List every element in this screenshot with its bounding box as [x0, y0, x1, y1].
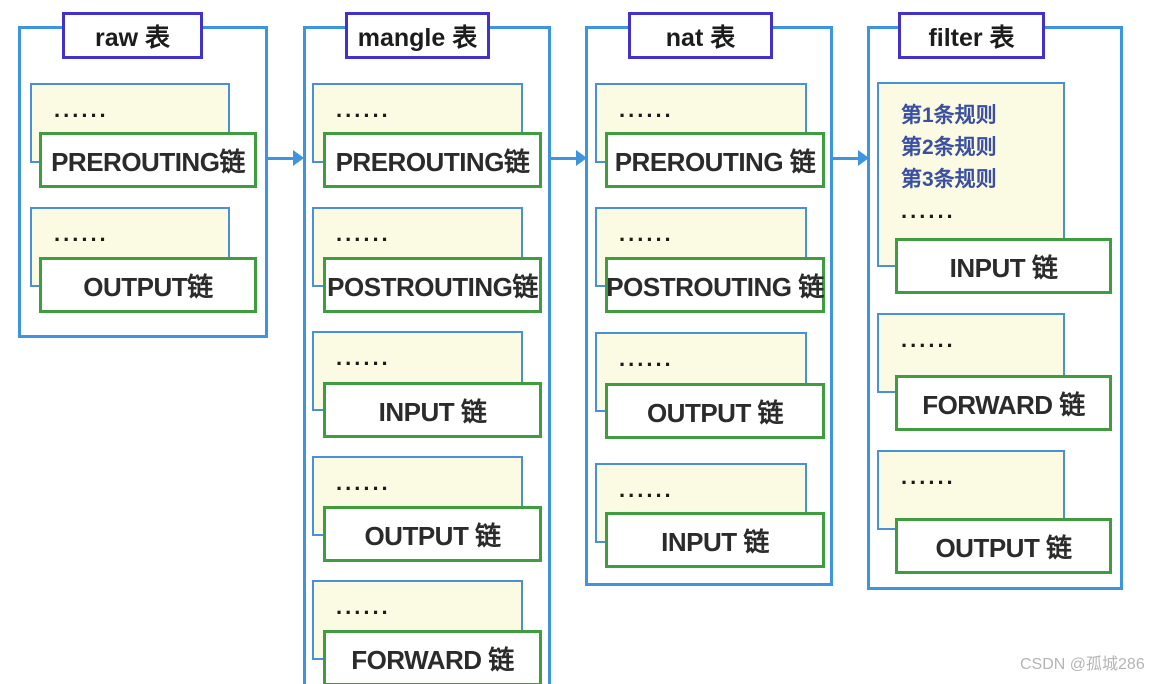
chain-box-output: OUTPUT 链	[895, 518, 1112, 574]
table-nat-title: nat 表	[628, 12, 773, 59]
flow-arrow-mangle-to-nat	[550, 150, 587, 167]
rule-card: 第1条规则 第2条规则 第3条规则 ......	[877, 82, 1065, 267]
table-mangle: mangle 表 ...... PREROUTING链 ...... POSTR…	[303, 12, 551, 684]
chain-box-forward: FORWARD 链	[895, 375, 1112, 431]
table-raw: raw 表 ...... PREROUTING链 ...... OUTPUT链	[18, 12, 268, 338]
chain-box-postrouting: POSTROUTING 链	[605, 257, 825, 313]
chain-label: INPUT 链	[661, 526, 769, 557]
ellipsis: ......	[336, 345, 391, 370]
chain-label: FORWARD 链	[351, 644, 514, 675]
chain-box-input: INPUT 链	[605, 512, 825, 568]
ellipsis: ......	[54, 97, 109, 122]
ellipsis: ......	[901, 198, 956, 223]
chain-box-output: OUTPUT 链	[605, 383, 825, 439]
ellipsis: ......	[901, 327, 956, 352]
ellipsis: ......	[619, 221, 674, 246]
arrow-shaft	[832, 157, 859, 160]
chain-label: OUTPUT 链	[646, 397, 784, 428]
ellipsis: ......	[336, 221, 391, 246]
arrow-shaft	[267, 157, 294, 160]
chain-label: PREROUTING 链	[614, 146, 816, 177]
chain-box-output: OUTPUT 链	[323, 506, 542, 562]
ellipsis: ......	[901, 464, 956, 489]
chain-box-input: INPUT 链	[323, 382, 542, 438]
ellipsis: ......	[619, 346, 674, 371]
arrow-head-icon	[576, 150, 587, 166]
chain-box-prerouting: PREROUTING链	[323, 132, 542, 188]
chain-label: OUTPUT链	[83, 271, 213, 302]
chain-box-forward: FORWARD 链	[323, 630, 542, 684]
chain-box-output: OUTPUT链	[39, 257, 257, 313]
ellipsis: ......	[54, 221, 109, 246]
chain-box-prerouting: PREROUTING 链	[605, 132, 825, 188]
rule-list: 第1条规则 第2条规则 第3条规则	[901, 100, 1063, 196]
rule-item: 第2条规则	[901, 136, 997, 159]
chain-label: FORWARD 链	[922, 389, 1085, 420]
chain-box-postrouting: POSTROUTING链	[323, 257, 542, 313]
chain-label: PREROUTING链	[51, 146, 245, 177]
chain-label: INPUT 链	[378, 396, 487, 427]
ellipsis: ......	[336, 594, 391, 619]
arrow-head-icon	[858, 150, 869, 166]
chain-label: OUTPUT 链	[935, 532, 1072, 563]
ellipsis: ......	[619, 97, 674, 122]
table-nat: nat 表 ...... PREROUTING 链 ...... POSTROU…	[585, 12, 833, 586]
chain-label: POSTROUTING链	[327, 271, 538, 302]
chain-box-input: INPUT 链	[895, 238, 1112, 294]
watermark: CSDN @孤城286	[1020, 656, 1145, 673]
chain-label: INPUT 链	[949, 252, 1058, 283]
table-raw-title: raw 表	[62, 12, 203, 59]
flow-arrow-raw-to-mangle	[267, 150, 304, 167]
ellipsis: ......	[336, 470, 391, 495]
arrow-head-icon	[293, 150, 304, 166]
chain-label: OUTPUT 链	[364, 520, 501, 551]
table-filter: filter 表 第1条规则 第2条规则 第3条规则 ...... INPUT …	[867, 12, 1123, 590]
flow-arrow-nat-to-filter	[832, 150, 869, 167]
arrow-shaft	[550, 157, 577, 160]
ellipsis: ......	[336, 97, 391, 122]
ellipsis: ......	[619, 477, 674, 502]
chain-label: PREROUTING链	[335, 146, 530, 177]
chain-box-prerouting: PREROUTING链	[39, 132, 257, 188]
chain-label: POSTROUTING 链	[606, 271, 824, 302]
table-mangle-title: mangle 表	[345, 12, 490, 59]
rule-item: 第3条规则	[901, 168, 997, 191]
rule-item: 第1条规则	[901, 104, 997, 127]
table-filter-title: filter 表	[898, 12, 1045, 59]
